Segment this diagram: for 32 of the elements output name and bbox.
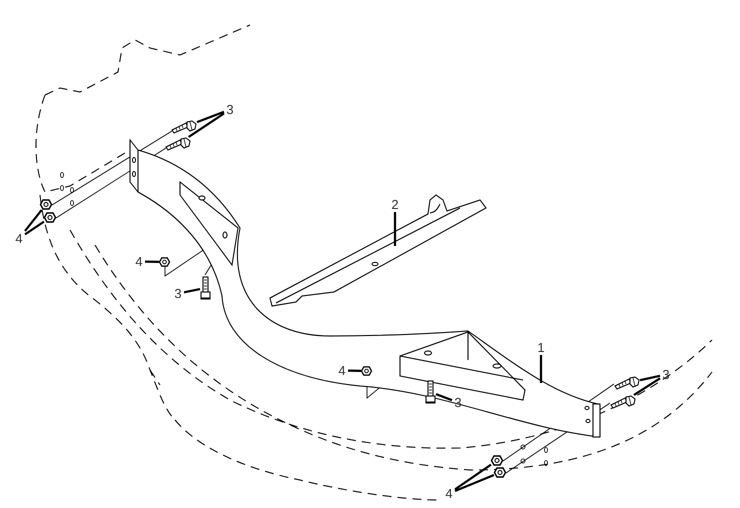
bolt-drawing [165,137,191,151]
leader-line [348,370,362,372]
callout-number: 2 [389,197,401,212]
bolt-drawing [200,276,211,300]
leader-line [640,374,660,382]
callout-number: 4 [13,231,25,246]
callout-number: 1 [535,340,547,355]
nut-drawing [494,467,506,478]
leader-line [454,464,492,490]
leader-line [24,209,42,232]
leader-line [184,288,200,294]
leader-line [436,393,452,402]
leader-line [633,377,661,396]
leader-line [144,260,160,263]
callout-number: 3 [224,102,236,117]
bolt-drawing [614,376,640,390]
callout-number: 4 [336,363,348,378]
nut-drawing [159,257,170,267]
callout-number: 4 [443,486,455,501]
bolt-drawing [610,395,636,409]
leader-line [24,220,45,236]
nut-drawing [491,455,503,466]
leader-line [188,112,225,138]
nut-drawing [40,199,52,210]
callout-number: 4 [133,254,145,269]
callout-number: 3 [172,286,184,301]
leader-line [196,110,224,124]
leader-line [540,355,542,383]
leader-line [394,212,396,246]
leader-line [454,474,494,492]
nut-drawing [44,212,56,223]
bolt-drawing [171,120,197,134]
